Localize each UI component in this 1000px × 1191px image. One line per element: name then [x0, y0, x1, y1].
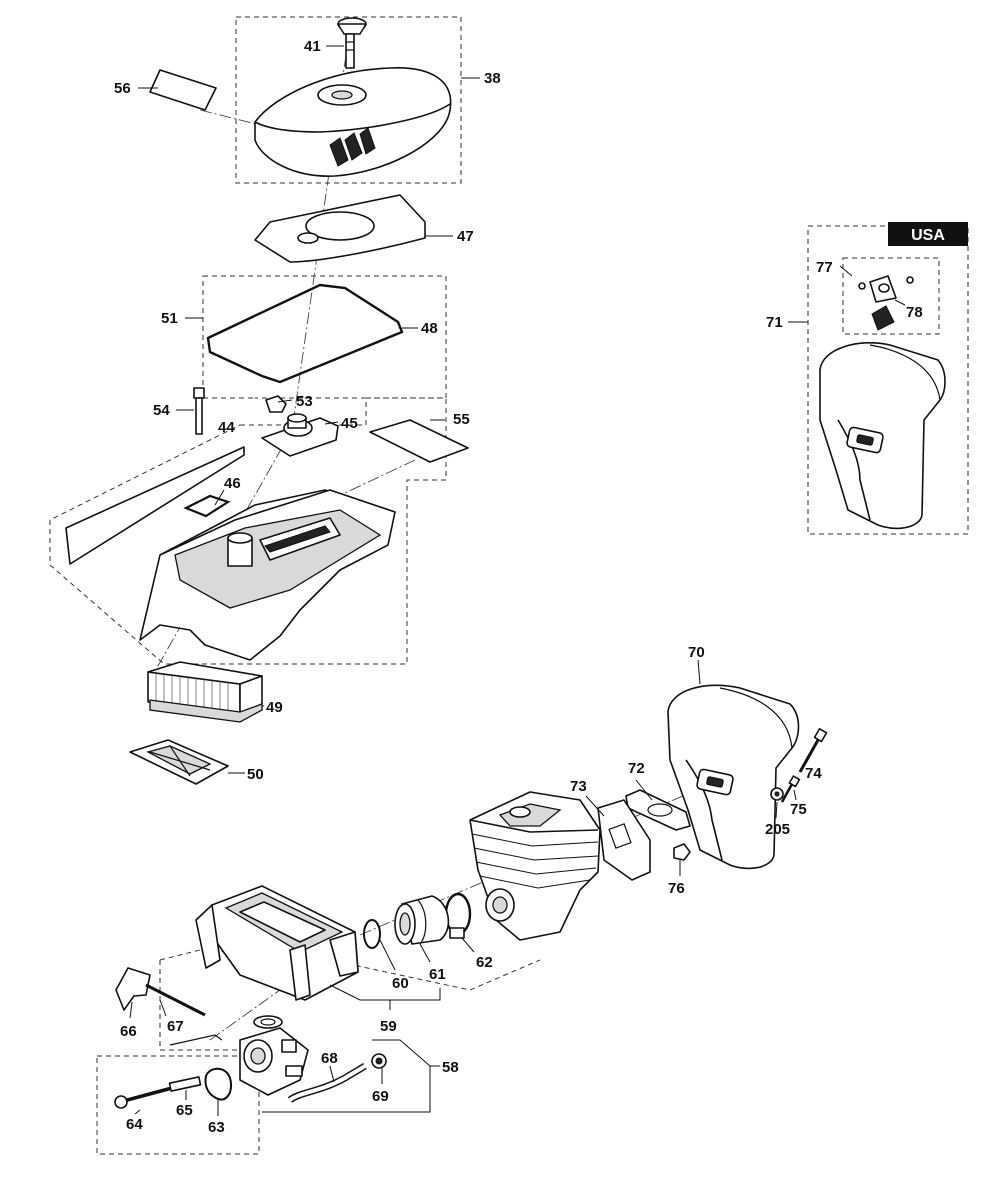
carburetor	[239, 1015, 309, 1096]
valve-bracket-45	[261, 413, 339, 457]
intake-manifold-61	[394, 895, 450, 945]
air-filter-49	[147, 661, 263, 723]
cylinder	[469, 791, 601, 941]
callout-205: 205	[765, 821, 790, 838]
group-box-carb-bolts-64	[96, 1055, 260, 1155]
callout-48: 48	[421, 320, 438, 337]
choke-rod-66	[145, 983, 206, 1017]
callout-50: 50	[247, 766, 264, 783]
callout-75: 75	[790, 801, 807, 818]
leader-lines	[129, 45, 906, 1116]
callout-53: 53	[296, 393, 313, 410]
callout-71: 71	[766, 314, 783, 331]
callout-76: 76	[668, 880, 685, 897]
sleeve-65	[168, 1076, 202, 1092]
group-box-intake-58b	[159, 960, 240, 1051]
bolt-74	[798, 728, 828, 773]
callout-58: 58	[442, 1059, 459, 1076]
group-box-spark-screen-77	[842, 257, 940, 335]
callout-74: 74	[805, 765, 822, 782]
callout-45: 45	[341, 415, 358, 432]
screw-54	[193, 387, 205, 435]
callout-54: 54	[153, 402, 170, 419]
callout-60: 60	[392, 975, 409, 992]
label-axis-55	[329, 459, 416, 501]
callout-63: 63	[208, 1119, 225, 1136]
group-box-cover-38	[235, 16, 462, 184]
callout-38: 38	[484, 70, 501, 87]
callout-78: 78	[906, 304, 923, 321]
gasket-63	[204, 1067, 232, 1101]
nut-76	[673, 843, 691, 861]
callout-55: 55	[453, 411, 470, 428]
callout-73: 73	[570, 778, 587, 795]
callout-44: 44	[218, 419, 235, 436]
callout-68: 68	[321, 1050, 338, 1067]
callout-72: 72	[628, 760, 645, 777]
choke-lever-66	[115, 967, 151, 1011]
group-box-filter-housing-44	[49, 397, 447, 665]
group-box-gasket-51	[202, 275, 447, 399]
callout-77: 77	[816, 259, 833, 276]
callout-66: 66	[120, 1023, 137, 1040]
gasket-48	[206, 283, 404, 384]
callout-47: 47	[457, 228, 474, 245]
carb-base-59	[195, 885, 359, 1001]
callout-49: 49	[266, 699, 283, 716]
bolt-75	[780, 775, 801, 803]
callout-56: 56	[114, 80, 131, 97]
callout-59: 59	[380, 1018, 397, 1035]
filter-frame-50	[129, 739, 229, 785]
nut-53	[265, 395, 287, 413]
grommet-69	[371, 1053, 387, 1069]
callout-65: 65	[176, 1102, 193, 1119]
bolt-64	[114, 1086, 173, 1109]
heat-plate-73	[597, 799, 651, 881]
muffler-usa-71	[819, 342, 946, 530]
label-sticker-55	[369, 419, 469, 463]
callout-61: 61	[429, 966, 446, 983]
filter-housing-44	[65, 446, 396, 661]
callout-62: 62	[476, 954, 493, 971]
top-cover-38	[254, 67, 452, 177]
callout-51: 51	[161, 310, 178, 327]
usa-badge	[888, 222, 968, 246]
callout-46: 46	[224, 475, 241, 492]
pre-filter-pad-47	[254, 194, 426, 263]
callout-41: 41	[304, 38, 321, 55]
o-ring-60	[363, 919, 381, 949]
hose-clamp-62	[444, 892, 472, 939]
callout-64: 64	[126, 1116, 143, 1133]
gasket-46	[183, 494, 231, 518]
link-rod-67	[169, 1034, 223, 1046]
callout-69: 69	[372, 1088, 389, 1105]
callout-70: 70	[688, 644, 705, 661]
muffler-70	[667, 684, 800, 870]
spark-arrestor-78	[858, 275, 914, 331]
knob-41	[337, 17, 367, 69]
label-sticker-56	[149, 69, 217, 111]
usa-badge-text: USA	[911, 227, 945, 244]
callout-67: 67	[167, 1018, 184, 1035]
